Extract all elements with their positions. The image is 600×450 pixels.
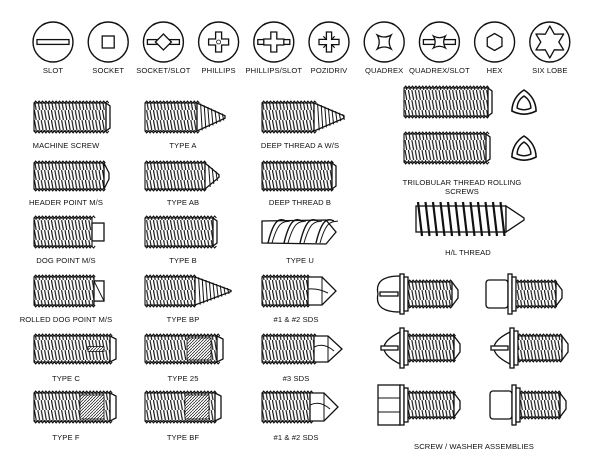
assembly-pan-head-1 bbox=[376, 273, 459, 315]
quadrex-drive-icon bbox=[363, 21, 405, 63]
drive-label-socket-slot: SOCKET/SLOT bbox=[136, 66, 191, 75]
screw-sds-3 bbox=[261, 333, 343, 365]
drive-label-quadrex: QUADREX bbox=[365, 66, 404, 75]
drive-label-socket: SOCKET bbox=[92, 66, 125, 75]
label-header-point-ms: HEADER POINT M/S bbox=[28, 198, 104, 207]
label-trilobular: TRILOBULAR THREAD ROLLING SCREWS bbox=[402, 178, 522, 196]
label-type-a: TYPE A bbox=[169, 141, 197, 150]
assembly-pan-head-2 bbox=[485, 273, 563, 315]
screw-header-point-ms bbox=[33, 160, 110, 192]
screw-type-b bbox=[144, 215, 218, 249]
assembly-round-head-2 bbox=[490, 327, 569, 369]
phillips-drive-icon bbox=[197, 21, 240, 63]
drive-icons bbox=[32, 21, 571, 63]
label-deep-thread-a-ws: DEEP THREAD A W/S bbox=[260, 141, 340, 150]
label-type-f: TYPE F bbox=[52, 433, 80, 442]
screw-type-25 bbox=[144, 333, 224, 365]
screw-type-f bbox=[33, 390, 117, 424]
screw-sds-1-2-a bbox=[261, 274, 337, 308]
trilobular-profile-icon-1 bbox=[511, 89, 537, 115]
screw-drawings bbox=[33, 85, 569, 426]
drive-label-phillips-slot: PHILLIPS/SLOT bbox=[245, 66, 303, 75]
assembly-hex-head-2 bbox=[489, 384, 567, 426]
phillips-slot-drive-icon bbox=[253, 21, 295, 63]
label-machine-screw: MACHINE SCREW bbox=[32, 141, 100, 150]
screw-type-bp bbox=[144, 274, 232, 308]
screw-rolled-dog-point-ms bbox=[33, 274, 105, 308]
screw-dog-point-ms bbox=[33, 215, 105, 249]
screw-type-ab bbox=[144, 160, 220, 192]
drive-label-phillips: PHILLIPS bbox=[201, 66, 236, 75]
screw-trilobular-2 bbox=[403, 131, 491, 165]
label-sds-3: #3 SDS bbox=[282, 374, 310, 383]
pozidriv-drive-icon bbox=[308, 21, 350, 63]
screw-deep-thread-b bbox=[261, 160, 337, 192]
label-sds-1-2-a: #1 & #2 SDS bbox=[273, 315, 319, 324]
label-type-u: TYPE U bbox=[285, 256, 315, 265]
label-type-b: TYPE B bbox=[169, 256, 197, 265]
drive-label-slot: SLOT bbox=[42, 66, 64, 75]
screw-sds-1-2-b bbox=[261, 390, 339, 424]
socket-slot-drive-icon bbox=[142, 21, 185, 63]
label-deep-thread-b: DEEP THREAD B bbox=[268, 198, 332, 207]
label-type-ab: TYPE AB bbox=[166, 198, 200, 207]
trilobular-profile-icon-2 bbox=[511, 135, 537, 161]
label-type-bf: TYPE BF bbox=[166, 433, 200, 442]
label-dog-point-ms: DOG POINT M/S bbox=[36, 256, 96, 265]
assembly-hex-head bbox=[377, 384, 461, 426]
drive-label-pozidriv: POZIDRIV bbox=[310, 66, 348, 75]
drive-label-six-lobe: SIX LOBE bbox=[532, 66, 568, 75]
label-hl-thread: H/L THREAD bbox=[445, 248, 491, 257]
screw-type-u bbox=[261, 218, 339, 245]
six-lobe-drive-icon bbox=[529, 21, 571, 63]
screw-trilobular-1 bbox=[403, 85, 493, 119]
drive-label-quadrex-slot: QUADREX/SLOT bbox=[409, 66, 470, 75]
quadrex-slot-drive-icon bbox=[418, 21, 461, 63]
drive-label-hex: HEX bbox=[486, 66, 503, 75]
screw-type-bf bbox=[144, 390, 222, 424]
screw-hl-thread bbox=[415, 201, 525, 237]
assembly-round-head bbox=[380, 327, 461, 369]
screw-machine-screw bbox=[33, 100, 111, 134]
label-type-25: TYPE 25 bbox=[167, 374, 199, 383]
slot-drive-icon bbox=[32, 21, 74, 63]
hex-drive-icon bbox=[473, 21, 516, 63]
screw-type-c bbox=[33, 333, 117, 365]
label-screw-washer-assemblies: SCREW / WASHER ASSEMBLIES bbox=[414, 442, 534, 450]
screw-deep-thread-a-ws bbox=[261, 100, 345, 134]
socket-drive-icon bbox=[87, 21, 129, 63]
label-sds-1-2-b: #1 & #2 SDS bbox=[273, 433, 319, 442]
screw-type-a bbox=[144, 100, 226, 134]
label-type-bp: TYPE BP bbox=[166, 315, 200, 324]
label-rolled-dog-point-ms: ROLLED DOG POINT M/S bbox=[19, 315, 113, 324]
label-type-c: TYPE C bbox=[51, 374, 81, 383]
